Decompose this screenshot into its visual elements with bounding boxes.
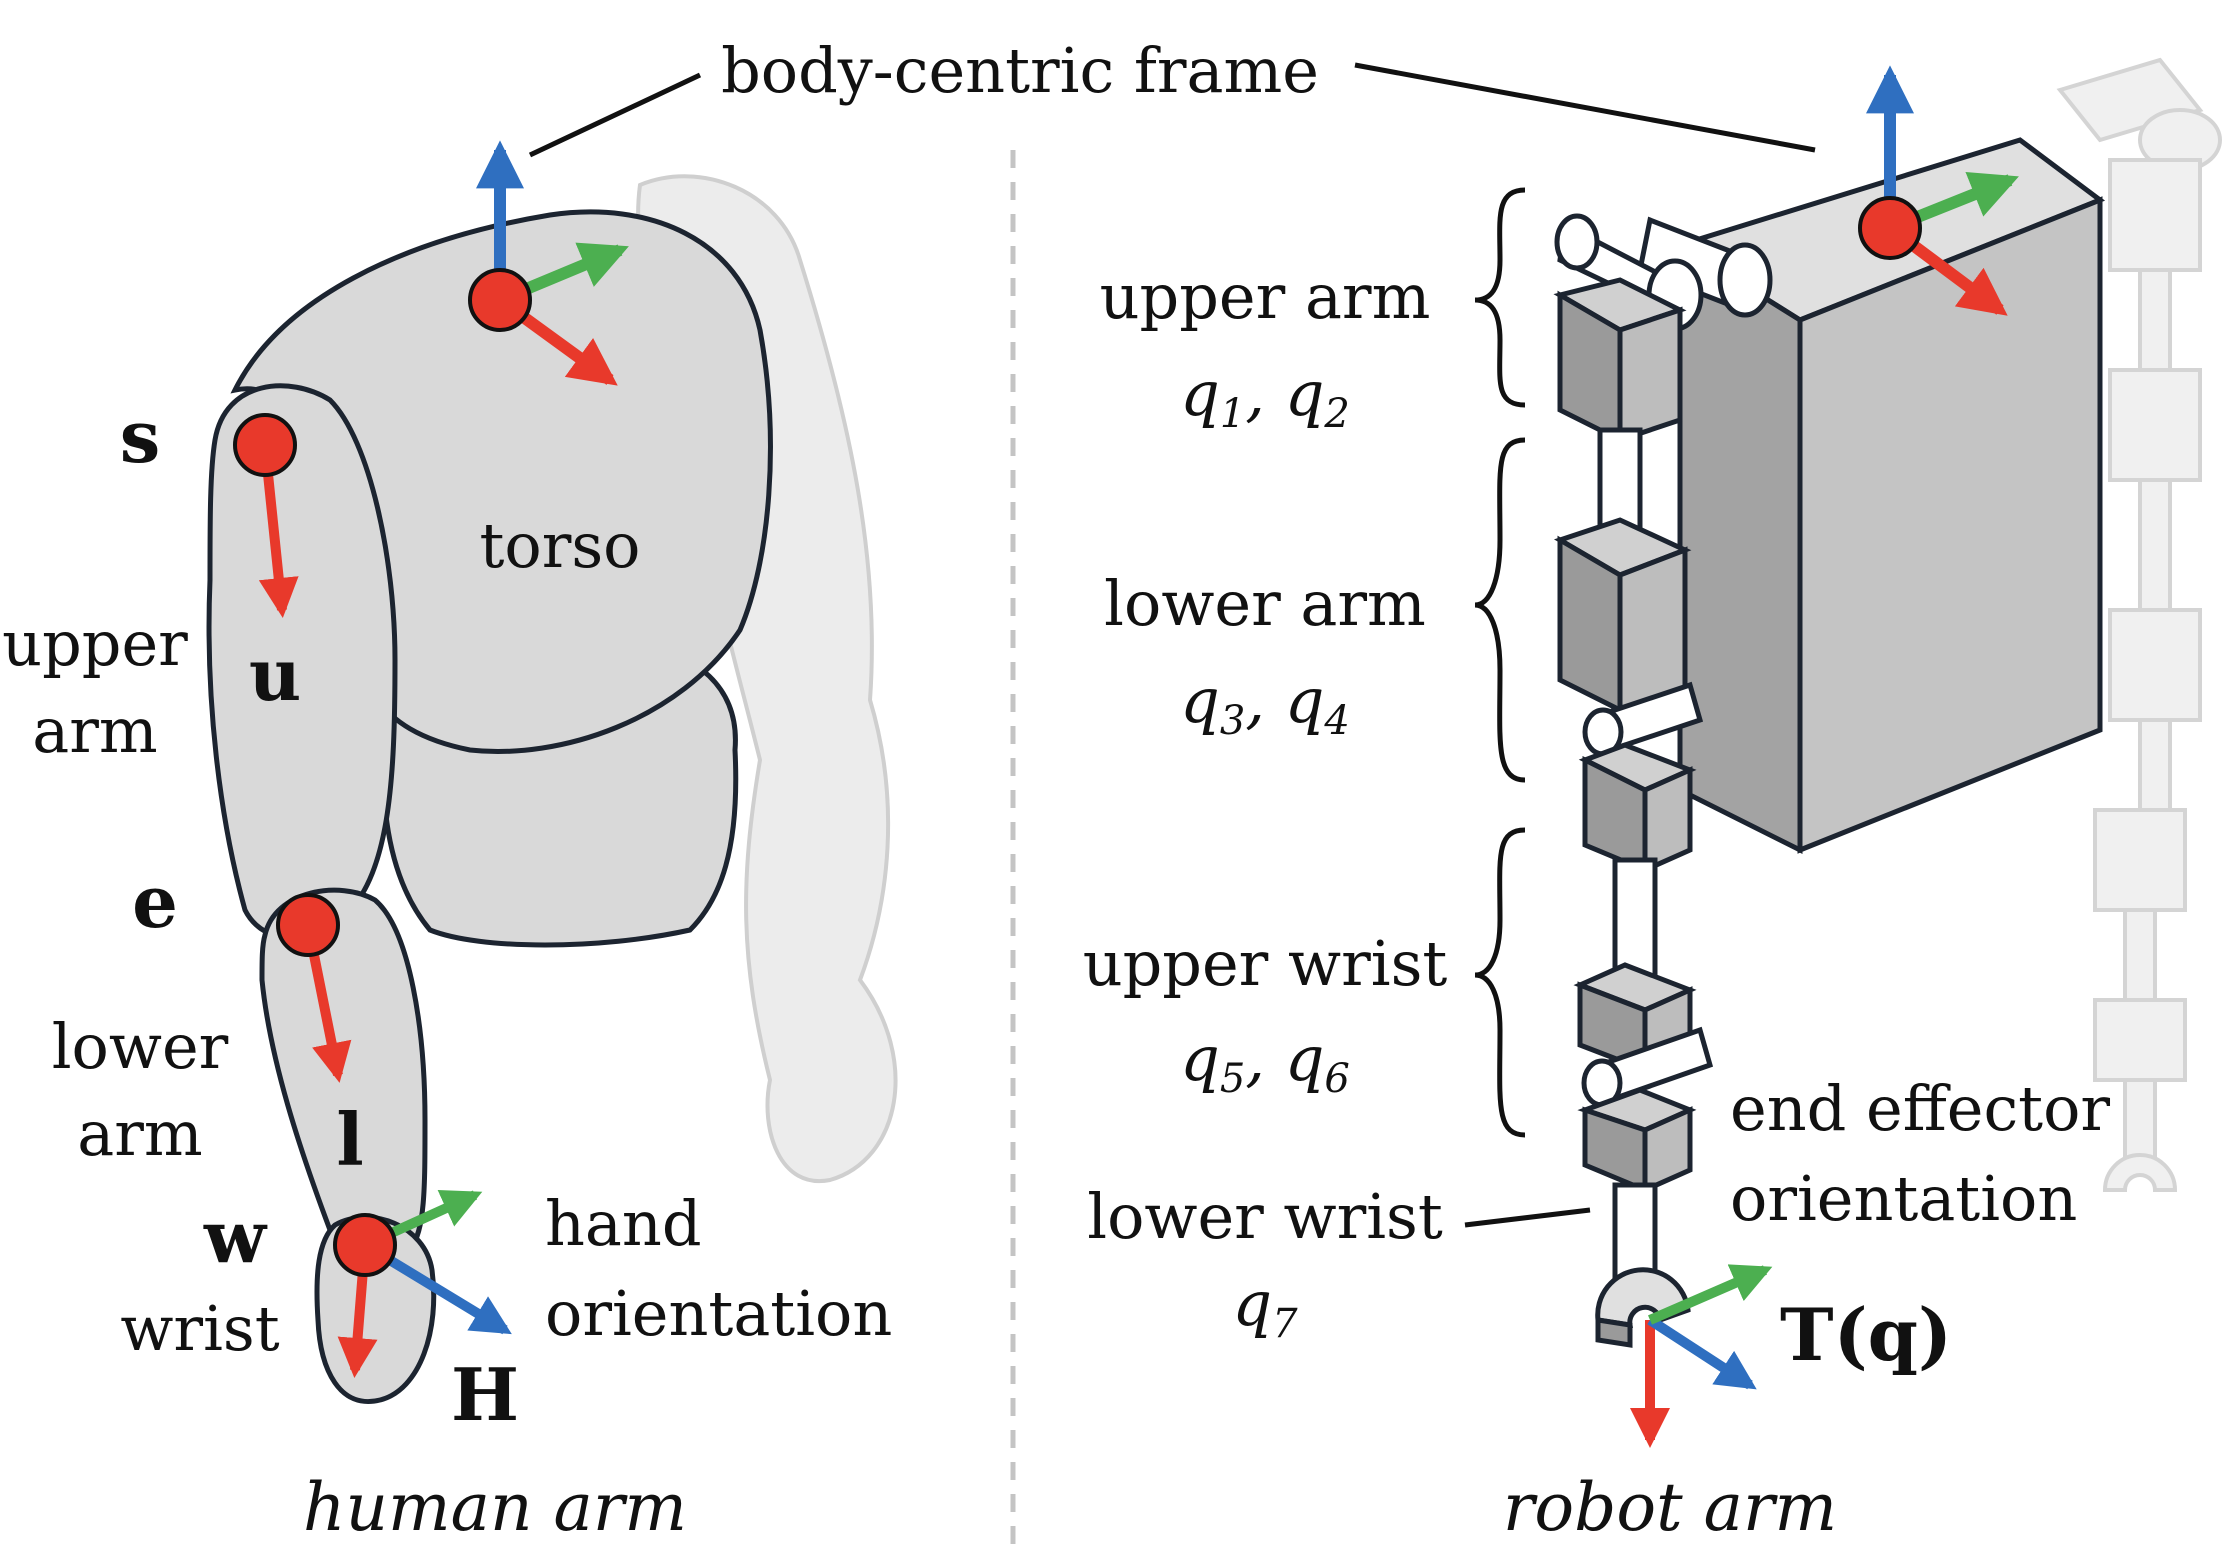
ee-blue-axis <box>1647 1315 1757 1390</box>
end-effector-label-1: end effector <box>1730 1072 2110 1145</box>
hand-orientation-label-1: hand <box>545 1187 702 1260</box>
robot-torso-side <box>1677 240 1803 855</box>
upper-arm-label-2: arm <box>32 694 157 767</box>
upper-arm-segment-label: upper arm <box>1100 260 1431 333</box>
robot-links <box>1553 277 1714 1348</box>
lower-arm-joints: q3, q4 <box>1180 664 1350 744</box>
elbow-joint <box>276 893 340 957</box>
robot-arm-caption: robot arm <box>1503 1469 1837 1546</box>
end-effector-label-2: orientation <box>1730 1162 2077 1235</box>
lower-wrist-label: lower wrist <box>1087 1180 1443 1253</box>
h-vector-label: H <box>451 1352 519 1437</box>
torso-origin-joint <box>468 268 532 332</box>
l-vector-label: l <box>336 1097 363 1182</box>
torso-label: torso <box>479 509 640 582</box>
w-joint-label: w <box>203 1194 268 1279</box>
pose-label: T(q) <box>1780 1292 1952 1377</box>
upper-wrist-joints: q5, q6 <box>1180 1022 1350 1102</box>
ghost-robot-arm <box>2056 57 2222 1192</box>
upper-wrist-segment-label: upper wrist <box>1083 927 1448 1000</box>
ee-green-axis <box>1648 1264 1773 1325</box>
robot-torso-origin <box>1858 196 1922 260</box>
title-leader-right <box>1354 62 1816 153</box>
lower-arm-segment-label: lower arm <box>1104 567 1426 640</box>
title-leader-left <box>528 72 702 158</box>
robot-arm-figure: upper arm q1, q2 lower arm q3, q4 upper … <box>1083 57 2222 1546</box>
lower-arm-label-2: arm <box>77 1097 202 1170</box>
s-joint-label: s <box>120 394 161 479</box>
segment-braces <box>1474 187 1526 1138</box>
robot-torso-front <box>1797 196 2103 854</box>
lower-wrist-joint: q7 <box>1232 1267 1298 1347</box>
u-vector-label: u <box>249 632 301 717</box>
wrist-label: wrist <box>120 1292 279 1365</box>
wrist-joint <box>333 1213 397 1277</box>
human-arm-figure: torso s u upper arm e lower arm l w wris… <box>2 140 898 1546</box>
upper-arm-joints: q1, q2 <box>1180 357 1350 437</box>
body-centric-frame-title: body-centric frame <box>721 34 1319 107</box>
shoulder-joint <box>233 413 297 477</box>
lower-wrist-leader <box>1464 1207 1591 1228</box>
lower-arm-label-1: lower <box>52 1010 229 1083</box>
e-joint-label: e <box>132 859 178 944</box>
upper-arm-label-1: upper <box>2 607 188 680</box>
human-arm-caption: human arm <box>303 1469 687 1546</box>
upper-arm <box>206 383 398 941</box>
hand-orientation-label-2: orientation <box>545 1277 892 1350</box>
